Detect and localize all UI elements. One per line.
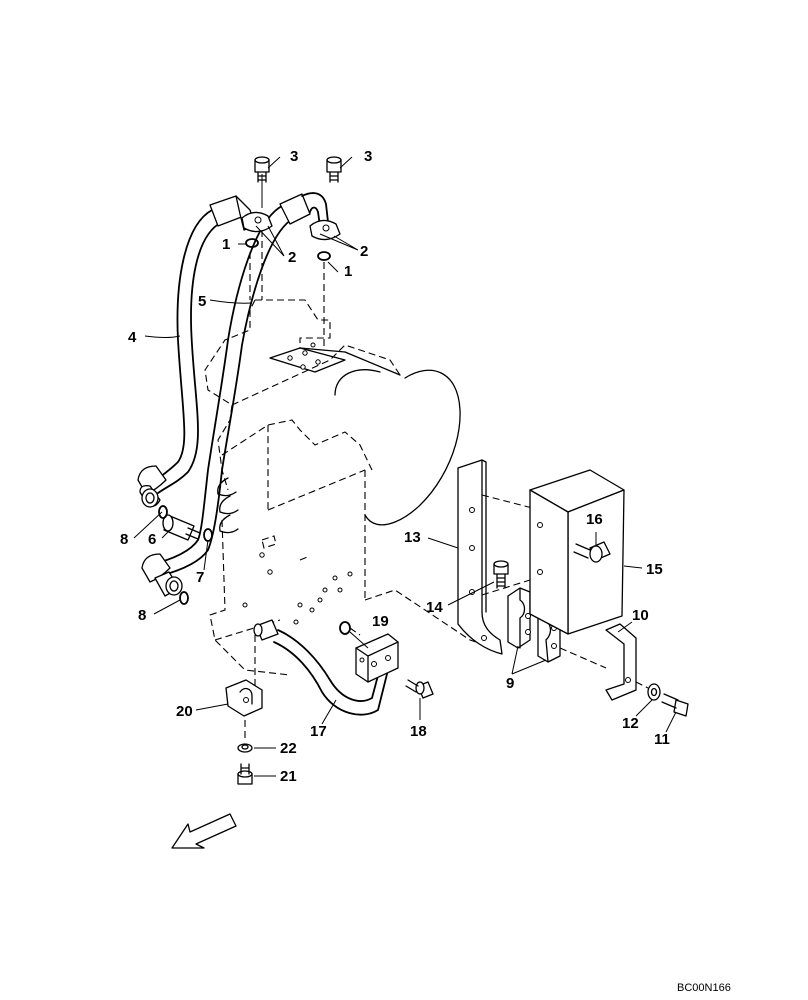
bolt-11	[661, 693, 689, 717]
callout-15: 15	[646, 561, 663, 578]
callout-11: 11	[654, 731, 670, 748]
callout-7: 7	[196, 569, 204, 586]
washer-22	[237, 743, 253, 753]
motor-housing	[204, 299, 501, 690]
callout-12: 12	[622, 715, 639, 732]
callout-4: 4	[128, 329, 137, 346]
callout-2-left: 2	[288, 249, 296, 266]
cover-15	[529, 469, 625, 635]
o-ring-7	[203, 528, 213, 542]
callout-3-right: 3	[364, 148, 372, 165]
callout-2-right: 2	[360, 243, 368, 260]
hose-assembly	[137, 192, 329, 597]
bolt-3-left	[254, 156, 270, 183]
callout-17: 17	[310, 723, 327, 740]
callout-16: 16	[586, 511, 603, 528]
callout-8-upper: 8	[120, 531, 128, 548]
bolt-14	[493, 560, 509, 589]
callout-5: 5	[198, 293, 206, 310]
flange-right	[249, 219, 341, 350]
callout-19: 19	[372, 613, 389, 630]
callout-21: 21	[280, 768, 297, 785]
leader-lines	[133, 156, 677, 777]
bracket-10	[559, 623, 637, 701]
o-ring-8-lower	[179, 591, 189, 605]
callout-20: 20	[176, 703, 193, 720]
callout-labels: 3 3 1 2 2 1 5 4 8 6 7 8 13 14 16 15 10 1…	[120, 148, 731, 994]
washer-12	[647, 683, 661, 701]
drawing-code: BC00N166	[677, 982, 731, 994]
bolt-16	[573, 541, 611, 563]
callout-8-lower: 8	[138, 607, 146, 624]
nipple-6	[162, 514, 201, 541]
callout-22: 22	[280, 740, 297, 757]
callout-14: 14	[426, 599, 443, 616]
callout-1-left: 1	[222, 236, 230, 253]
clip-20	[225, 679, 263, 717]
bolt-3-right	[326, 156, 342, 183]
callout-9: 9	[506, 675, 514, 692]
callout-1-right: 1	[344, 263, 352, 280]
tube-17	[253, 619, 399, 716]
bolt-21	[237, 763, 253, 785]
callout-3-left: 3	[290, 148, 298, 165]
bolt-18	[405, 679, 434, 699]
flange-left	[241, 174, 273, 300]
o-ring-19	[339, 621, 351, 635]
o-ring-8-upper	[158, 505, 168, 519]
direction-arrow-icon	[171, 813, 237, 849]
callout-10: 10	[632, 607, 649, 624]
o-ring-1-left	[245, 238, 259, 248]
callout-6: 6	[148, 531, 156, 548]
callout-13: 13	[404, 529, 421, 546]
callout-18: 18	[410, 723, 427, 740]
o-ring-1-right	[317, 251, 331, 261]
